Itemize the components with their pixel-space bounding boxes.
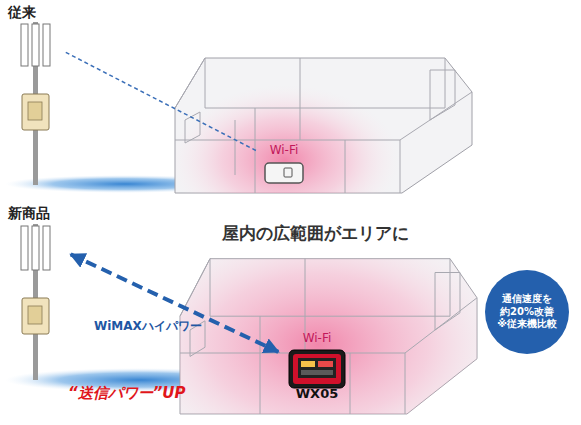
drawing-rect (21, 24, 28, 66)
drawing-rect (43, 226, 50, 270)
drawing-rect (22, 94, 49, 130)
drawing-rect (28, 306, 42, 324)
drawing-rect (43, 24, 50, 66)
drawing-path (435, 273, 460, 331)
badge-circle (485, 270, 569, 354)
emphasis-label: “送信パワー”UP (68, 384, 186, 403)
drawing-rect (22, 298, 49, 334)
drawing-rect (293, 354, 341, 384)
node-text: WX05 (296, 386, 338, 402)
drawing-g (180, 259, 477, 414)
drawing-path (345, 140, 346, 193)
base-station (21, 22, 50, 185)
station-box: 従来 (8, 4, 64, 70)
node-text: 従来 (8, 4, 36, 22)
heading-label: 屋内の広範囲がエリアに (222, 222, 409, 245)
drawing-path (260, 316, 261, 414)
edge-label: WiMAXハイパワー (92, 318, 204, 335)
badge: 通信速度を 約20%改善※従来機比較 (487, 272, 567, 352)
drawing-path (185, 112, 200, 143)
drawing-path (175, 58, 205, 108)
drawing-path (300, 58, 301, 140)
drawing-path (210, 259, 450, 317)
drawing-g (175, 58, 472, 193)
drawing-rect (265, 163, 303, 183)
drawing-path (430, 70, 455, 120)
drawing-rect (298, 358, 336, 378)
drawing-rect (301, 370, 333, 375)
drawing-rect (32, 24, 39, 66)
node-text: 通信速度を 約20%改善 (498, 293, 556, 318)
signal-connector (66, 52, 256, 150)
drawing-path (400, 140, 401, 193)
node-text: ※従来機比較 (497, 318, 557, 331)
drawing-path (210, 259, 211, 317)
drawing-rect (21, 226, 28, 270)
device-box: Wi-Fi (258, 143, 310, 187)
drawing-path (405, 353, 406, 414)
drawing-rect (28, 102, 42, 120)
signal-connector (71, 254, 279, 351)
drawing-path (180, 298, 477, 353)
base-station (21, 224, 50, 380)
node-text: Wi-Fi (270, 143, 299, 158)
station-box: 新商品 (8, 205, 68, 273)
drawing-rect (32, 226, 39, 270)
drawing-rect (284, 168, 292, 177)
drawing-rect (301, 361, 315, 367)
device-box: Wi-FiWX05 (281, 331, 353, 409)
node-text: 新商品 (8, 205, 50, 223)
router-device (289, 350, 345, 388)
node-text: Wi-Fi (303, 331, 332, 346)
router-device (265, 163, 303, 183)
drawing-path (175, 92, 472, 140)
drawing-path (235, 120, 236, 175)
drawing-path (205, 58, 445, 108)
drawing-path (350, 353, 351, 414)
house (170, 58, 472, 235)
drawing-rect (289, 350, 345, 388)
drawing-path (205, 58, 206, 108)
drawing-rect (318, 361, 333, 367)
